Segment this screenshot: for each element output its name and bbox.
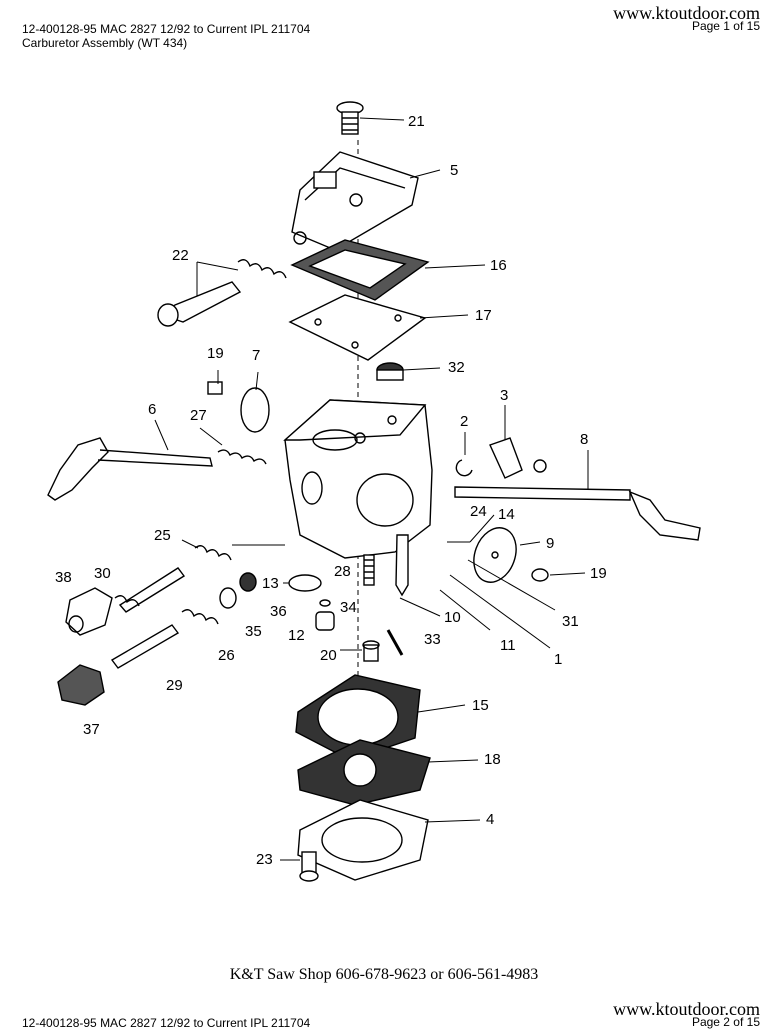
callout-23: 23	[256, 851, 273, 868]
callout-14: 14	[498, 506, 515, 523]
part-38-cap	[65, 587, 113, 636]
callout-11: 11	[500, 637, 516, 654]
part-29-needle	[110, 624, 180, 669]
part-10-needle	[395, 534, 409, 597]
document-id: 12-400128-95 MAC 2827 12/92 to Current I…	[22, 22, 311, 36]
part-16-diaphragm	[290, 239, 430, 301]
callout-12: 12	[288, 627, 305, 644]
callout-30: 30	[94, 565, 111, 582]
part-4-cover	[297, 799, 429, 881]
parts-drawing	[47, 101, 701, 882]
callout-21: 21	[408, 113, 425, 130]
part-30-needle	[114, 567, 186, 613]
part-3-choke-plate	[455, 437, 547, 479]
part-23-screw	[299, 851, 319, 882]
carburetor-exploded-diagram: 21 5 22 16 17 19 7 32 6 27 3 2 8 25 28 1…	[47, 101, 701, 882]
callout-15: 15	[472, 697, 489, 714]
part-22-screw-spring	[157, 259, 287, 327]
callout-4: 4	[486, 811, 494, 828]
callout-31: 31	[562, 613, 579, 630]
callout-33: 33	[424, 631, 441, 648]
part-28-spring	[363, 554, 375, 586]
part-36-washer	[239, 572, 257, 592]
site-url[interactable]: www.ktoutdoor.com	[613, 3, 760, 23]
part-12-seat	[315, 611, 335, 631]
callout-17: 17	[475, 307, 492, 324]
callout-37: 37	[83, 721, 100, 738]
page-number: Page 1 of 15	[691, 19, 760, 33]
part-25-spring	[194, 545, 232, 561]
part-5-cover	[291, 151, 419, 251]
part-33-pin	[386, 629, 404, 656]
callout-19b: 19	[590, 565, 607, 582]
callout-38: 38	[55, 569, 72, 586]
part-7-throttle-plate	[207, 381, 270, 433]
part-32-plug	[376, 362, 404, 381]
carburetor-body	[283, 399, 433, 559]
part-37-cap	[57, 664, 105, 706]
next-page-site-url[interactable]: www.ktoutdoor.com	[613, 999, 760, 1019]
part-20-screw	[362, 640, 380, 662]
callout-35: 35	[245, 623, 262, 640]
callout-2: 2	[460, 413, 468, 430]
part-17-gasket	[288, 294, 427, 361]
callout-labels: 21 5 22 16 17 19 7 32 6 27 3 2 8 25 28 1…	[55, 113, 607, 868]
callout-13: 13	[262, 575, 279, 592]
shop-footer: K&T Saw Shop 606-678-9623 or 606-561-498…	[229, 966, 539, 983]
next-page-document-id: 12-400128-95 MAC 2827 12/92 to Current I…	[22, 1016, 311, 1030]
callout-34: 34	[340, 599, 357, 616]
callout-10: 10	[444, 609, 461, 626]
callout-27: 27	[190, 407, 207, 424]
callout-32: 32	[448, 359, 465, 376]
callout-19: 19	[207, 345, 224, 362]
part-9-plate	[473, 527, 549, 583]
document-subtitle: Carburetor Assembly (WT 434)	[22, 36, 188, 50]
callout-6: 6	[148, 401, 156, 418]
callout-36: 36	[270, 603, 287, 620]
callout-5: 5	[450, 162, 458, 179]
part-8-choke-shaft	[454, 486, 701, 541]
document-header: 12-400128-95 MAC 2827 12/92 to Current I…	[22, 22, 310, 50]
callout-29: 29	[166, 677, 183, 694]
part-6-lever	[47, 437, 267, 501]
callout-26: 26	[218, 647, 235, 664]
part-21-screw	[336, 101, 364, 135]
part-34-ring	[319, 599, 331, 607]
callout-24: 24	[470, 503, 487, 520]
leader-lines	[154, 117, 589, 861]
callout-18: 18	[484, 751, 501, 768]
part-18-gasket	[297, 739, 431, 806]
site-header: www.ktoutdoor.com Page 1 of 15	[613, 4, 760, 32]
callout-9: 9	[546, 535, 554, 552]
part-15-diaphragm	[295, 674, 421, 761]
callout-16: 16	[490, 257, 507, 274]
callout-1: 1	[554, 651, 562, 668]
part-35-washer	[219, 587, 237, 609]
callout-7: 7	[252, 347, 260, 364]
callout-8: 8	[580, 431, 588, 448]
part-26-spring	[181, 609, 219, 625]
part-13-disc	[288, 574, 322, 592]
callout-20: 20	[320, 647, 337, 664]
callout-3: 3	[500, 387, 508, 404]
callout-25: 25	[154, 527, 171, 544]
callout-28: 28	[334, 563, 351, 580]
callout-22: 22	[172, 247, 189, 264]
